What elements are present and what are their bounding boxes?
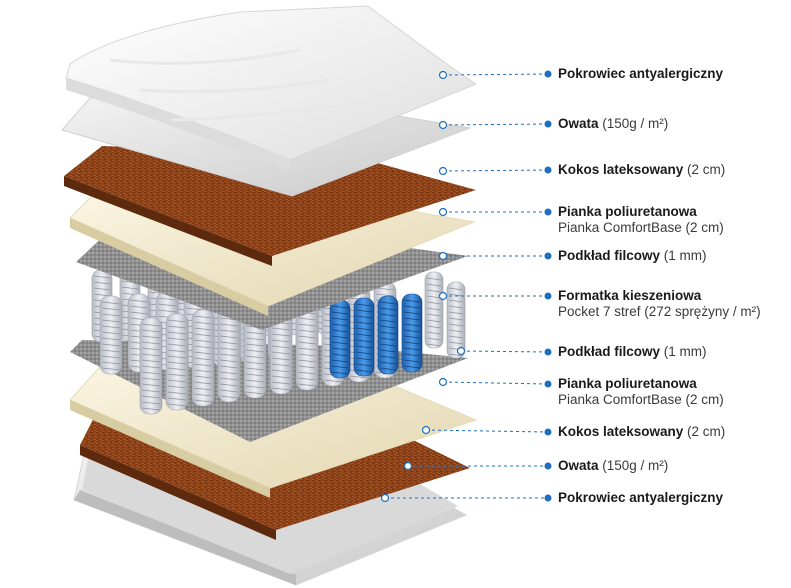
label-marker-dot <box>544 462 552 470</box>
layer-title: Podkład filcowy <box>558 248 661 263</box>
layer-label: Podkład filcowy (1 mm) <box>558 344 707 360</box>
grey-pocket-spring <box>99 295 123 375</box>
blue-pocket-spring <box>353 297 375 377</box>
label-marker-dot <box>544 428 552 436</box>
layer-detail: (2 cm) <box>683 424 726 439</box>
layer-anchor-dot <box>421 425 431 435</box>
blue-pocket-spring <box>329 299 351 379</box>
layer-title: Owata <box>558 116 599 131</box>
top-coconut-layer <box>64 146 476 266</box>
label-marker-dot <box>544 292 552 300</box>
blue-pocket-spring <box>377 295 399 375</box>
blue-pocket-spring <box>401 293 423 373</box>
layer-title: Podkład filcowy <box>558 344 661 359</box>
layer-label: Pokrowiec antyalergiczny <box>558 66 723 82</box>
label-marker-dot <box>544 348 552 356</box>
layer-subtitle: Pocket 7 stref (272 sprężyny / m²) <box>558 304 761 319</box>
layer-title: Kokos lateksowany <box>558 424 684 439</box>
layer-detail: (150g / m²) <box>598 458 669 473</box>
layer-title: Pokrowiec antyalergiczny <box>558 490 724 505</box>
layer-title: Kokos lateksowany <box>558 162 684 177</box>
layer-anchor-dot <box>438 166 448 176</box>
label-marker-dot <box>544 166 552 174</box>
leader-line <box>425 429 549 433</box>
layer-anchor-dot <box>438 377 448 387</box>
grey-pocket-spring <box>191 309 215 407</box>
grey-pocket-spring <box>139 317 163 415</box>
label-marker-dot <box>544 252 552 260</box>
layer-subtitle: Pianka ComfortBase (2 cm) <box>558 392 724 407</box>
layer-title: Pianka poliuretanowa <box>558 376 697 391</box>
grey-pocket-spring <box>424 271 444 349</box>
layer-label: Owata (150g / m²) <box>558 458 668 474</box>
layer-title: Formatka kieszeniowa <box>558 288 702 303</box>
layer-label: Kokos lateksowany (2 cm) <box>558 162 725 178</box>
leader-line <box>442 381 549 385</box>
layer-detail: (1 mm) <box>660 344 707 359</box>
top-cover-layer <box>65 5 478 172</box>
layer-anchor-dot <box>438 251 448 261</box>
layer-detail: (1 mm) <box>660 248 707 263</box>
layer-anchor-dot <box>438 291 448 301</box>
layer-label: Podkład filcowy (1 mm) <box>558 248 707 264</box>
leader-line <box>460 350 549 353</box>
grey-pocket-spring <box>217 305 241 403</box>
label-marker-dot <box>544 208 552 216</box>
layer-label: Kokos lateksowany (2 cm) <box>558 424 725 440</box>
label-marker-dot <box>544 494 552 502</box>
layer-title: Pianka poliuretanowa <box>558 204 697 219</box>
leader-line <box>442 123 549 126</box>
layer-anchor-dot <box>456 346 466 356</box>
layer-label: Owata (150g / m²) <box>558 116 668 132</box>
label-marker-dot <box>544 70 552 78</box>
layer-anchor-dot <box>403 461 413 471</box>
grey-pocket-spring <box>165 313 189 411</box>
layer-anchor-dot <box>438 207 448 217</box>
leader-line <box>442 169 549 172</box>
leader-lines <box>380 70 552 503</box>
layer-anchor-dot <box>438 120 448 130</box>
layer-label: Pokrowiec antyalergiczny <box>558 490 723 506</box>
layer-detail: (2 cm) <box>683 162 726 177</box>
layer-anchor-dot <box>380 493 390 503</box>
layer-subtitle: Pianka ComfortBase (2 cm) <box>558 220 724 235</box>
layer-title: Owata <box>558 458 599 473</box>
layer-anchor-dot <box>438 70 448 80</box>
layer-title: Pokrowiec antyalergiczny <box>558 66 724 81</box>
layer-detail: (150g / m²) <box>598 116 669 131</box>
label-marker-dot <box>544 380 552 388</box>
grey-pocket-spring <box>446 281 466 359</box>
label-marker-dot <box>544 120 552 128</box>
